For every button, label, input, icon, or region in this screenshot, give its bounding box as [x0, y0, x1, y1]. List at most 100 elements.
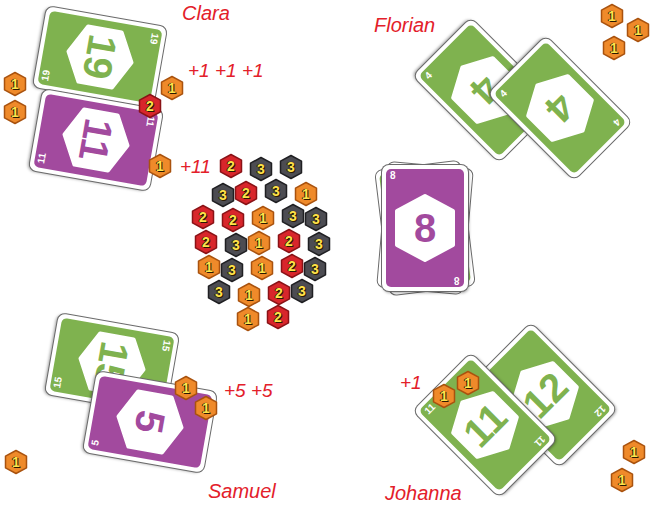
card-hexagon-shape — [518, 66, 603, 151]
chip-value-box: 3 — [219, 257, 245, 283]
score-chip: 2 — [220, 207, 246, 233]
chip-hexagon-shape — [236, 182, 257, 205]
chip-hexagon-shape — [213, 184, 234, 207]
pile-card — [375, 160, 476, 296]
chip-value-box: 1 — [599, 3, 625, 29]
chip-hexagon-shape — [269, 282, 290, 305]
chip-hexagon-shape — [199, 256, 220, 279]
score-chip: 1 — [625, 17, 651, 43]
chip-value: 3 — [232, 238, 240, 252]
chip-value-box: 2 — [137, 93, 163, 119]
score-chip: 3 — [248, 156, 274, 182]
chip-hexagon-shape — [279, 230, 300, 253]
chip-value-box: 1 — [293, 181, 319, 207]
chip-hexagon-shape — [268, 306, 289, 329]
chip-hexagon-shape — [283, 205, 304, 228]
chip-value-box: 3 — [263, 178, 289, 204]
chip-hexagon-shape — [292, 280, 313, 303]
chip-value-box: 1 — [2, 99, 28, 125]
chip-hexagon-shape — [150, 155, 171, 178]
chip-hexagon-shape — [193, 206, 214, 229]
score-chip: 2 — [218, 153, 244, 179]
pile-card — [377, 161, 474, 294]
chip-value-box: 2 — [279, 253, 305, 279]
chip-value: 3 — [287, 160, 295, 174]
score-chip: 3 — [263, 178, 289, 204]
chip-value-box: 3 — [280, 203, 306, 229]
chip-value-box: 1 — [2, 71, 28, 97]
chip-hexagon-shape — [196, 231, 217, 254]
chip-value-box: 1 — [249, 255, 275, 281]
chip-hexagon-shape — [612, 469, 633, 492]
score-chip: 3 — [280, 203, 306, 229]
score-chip: 3 — [302, 256, 328, 282]
chip-hexagon-shape — [238, 308, 259, 331]
chip-value: 1 — [202, 401, 210, 415]
chip-hexagon-shape — [6, 451, 27, 474]
chip-hexagon-shape — [223, 209, 244, 232]
chip-value: 2 — [275, 286, 283, 300]
chip-hexagon-shape — [5, 101, 26, 124]
card-corner-number: 15 — [160, 339, 172, 352]
chip-value-box: 3 — [302, 256, 328, 282]
score-chip: 1 — [235, 306, 261, 332]
chip-value: 2 — [199, 210, 207, 224]
chip-hexagon-shape — [602, 5, 623, 28]
chip-hexagon-shape — [458, 372, 479, 395]
score-chip: 1 — [293, 181, 319, 207]
chip-value: 3 — [311, 262, 319, 276]
number-card: 888 — [382, 165, 468, 291]
chip-value-box: 3 — [210, 182, 236, 208]
score-chip: 2 — [266, 280, 292, 306]
score-chip: 1 — [455, 370, 481, 396]
score-chip: 1 — [250, 205, 276, 231]
card-corner-number: 15 — [52, 376, 64, 389]
chip-value-box: 1 — [159, 75, 185, 101]
chip-value: 3 — [312, 212, 320, 226]
chip-hexagon-shape — [249, 232, 270, 255]
score-chip: 2 — [193, 229, 219, 255]
player-annotation: Samuel — [208, 480, 276, 503]
chip-hexagon-shape — [624, 441, 645, 464]
score-chip: 3 — [219, 257, 245, 283]
chip-value: 2 — [288, 259, 296, 273]
player-annotation: Johanna — [385, 482, 462, 505]
chip-hexagon-shape — [140, 95, 161, 118]
chip-hexagon-shape — [196, 397, 217, 420]
score-chip: 1 — [3, 449, 29, 475]
chip-value: 3 — [315, 237, 323, 251]
chip-value: 1 — [610, 41, 618, 55]
player-annotation: +1 — [400, 372, 422, 394]
chip-value-box: 1 — [609, 467, 635, 493]
score-chip: 1 — [601, 35, 627, 61]
chip-value: 1 — [156, 159, 164, 173]
chip-value-box: 3 — [248, 156, 274, 182]
chip-hexagon-shape — [222, 259, 243, 282]
chip-value-box: 1 — [625, 17, 651, 43]
score-chip: 2 — [265, 304, 291, 330]
chip-value-box: 1 — [236, 282, 262, 308]
chip-value: 1 — [11, 105, 19, 119]
player-annotation: +1 +1 +1 — [188, 60, 264, 82]
chip-value: 1 — [440, 389, 448, 403]
chip-value: 3 — [228, 263, 236, 277]
score-chip: 3 — [210, 182, 236, 208]
score-chip: 3 — [206, 279, 232, 305]
score-chip: 2 — [276, 228, 302, 254]
score-chip: 1 — [431, 383, 457, 409]
card-hexagon-shape — [114, 389, 187, 455]
chip-value: 3 — [289, 209, 297, 223]
chip-value-box: 1 — [3, 449, 29, 475]
chip-value: 2 — [242, 186, 250, 200]
chip-value-box: 3 — [306, 231, 332, 257]
chip-hexagon-shape — [282, 255, 303, 278]
chip-value-box: 2 — [218, 153, 244, 179]
chip-hexagon-shape — [306, 208, 327, 231]
score-chip: 1 — [173, 375, 199, 401]
card-hexagon-shape — [60, 107, 133, 173]
card-hexagon-shape — [64, 24, 137, 90]
chip-value: 1 — [245, 288, 253, 302]
score-chip: 3 — [306, 231, 332, 257]
player-annotation: +11 — [180, 156, 211, 178]
chip-value: 1 — [302, 187, 310, 201]
